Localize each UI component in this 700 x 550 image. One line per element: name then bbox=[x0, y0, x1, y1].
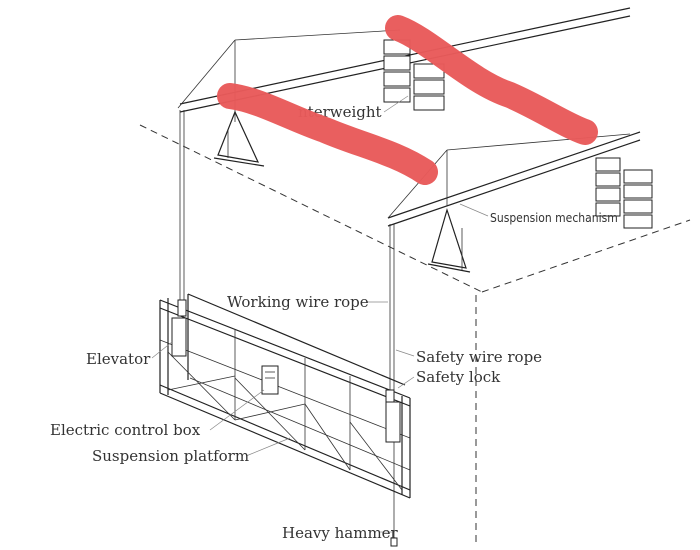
weight-block bbox=[383, 71, 411, 87]
rear-base bbox=[213, 157, 265, 167]
left-safety-lock bbox=[177, 299, 187, 317]
label-suspension-mechanism: Suspension mechanism bbox=[490, 211, 618, 225]
front-beam-bottom bbox=[387, 139, 641, 227]
weight-block bbox=[413, 95, 445, 111]
suspension-platform bbox=[159, 293, 411, 499]
rear-a-frame bbox=[217, 110, 260, 163]
leader-suspension-platform bbox=[245, 437, 291, 457]
roof-right-edge bbox=[481, 219, 691, 293]
platform-mid-rail bbox=[159, 339, 411, 439]
roof-front-edge bbox=[139, 124, 483, 293]
front-counterweight bbox=[595, 157, 653, 229]
front-base bbox=[427, 263, 471, 273]
label-suspension-platform: Suspension platform bbox=[92, 447, 249, 465]
rear-tie-right bbox=[234, 29, 401, 41]
label-elevator: Elevator bbox=[86, 350, 151, 368]
leader-lines bbox=[151, 95, 489, 533]
weight-block bbox=[595, 202, 621, 217]
labels: nterweight Suspension mechanism Working … bbox=[50, 103, 618, 542]
platform-front-rail-top-inner bbox=[159, 307, 411, 407]
front-suspension-mechanism bbox=[387, 131, 641, 273]
redaction-stroke-lower bbox=[217, 83, 438, 185]
right-hoist-elevator bbox=[385, 401, 401, 443]
leader-safety-wire-rope bbox=[395, 349, 415, 357]
redaction-marks bbox=[217, 15, 598, 185]
left-hoist-elevator bbox=[171, 317, 187, 357]
leader-elevator bbox=[151, 341, 173, 359]
weight-block bbox=[383, 87, 411, 103]
label-electric-control-box: Electric control box bbox=[50, 421, 201, 439]
platform-floor-back bbox=[189, 377, 411, 471]
label-working-wire-rope: Working wire rope bbox=[227, 293, 369, 311]
label-safety-lock: Safety lock bbox=[416, 368, 501, 386]
platform-back-rail-top bbox=[187, 293, 406, 386]
wire-ropes bbox=[179, 110, 398, 547]
front-tie-right bbox=[446, 133, 631, 151]
electric-control-box bbox=[261, 365, 279, 395]
platform-brace bbox=[167, 351, 236, 421]
rear-tie-left bbox=[177, 39, 236, 109]
platform-brace bbox=[167, 375, 236, 391]
weight-block bbox=[623, 169, 653, 184]
leader-safety-lock bbox=[397, 376, 415, 389]
leader-electric-control-box bbox=[209, 389, 265, 431]
weight-block bbox=[623, 199, 653, 214]
platform-floor-front-inner bbox=[159, 392, 411, 499]
right-safety-lock bbox=[385, 389, 395, 403]
platform-front-rail-top bbox=[159, 299, 411, 399]
weight-block bbox=[595, 172, 621, 187]
platform-brace bbox=[234, 403, 306, 421]
weight-block bbox=[413, 79, 445, 95]
heavy-hammer-weight bbox=[390, 537, 398, 547]
weight-block bbox=[623, 214, 653, 229]
weight-block bbox=[595, 157, 621, 172]
front-tie-left bbox=[387, 149, 448, 219]
label-heavy-hammer: Heavy hammer bbox=[282, 524, 399, 542]
weight-block bbox=[595, 187, 621, 202]
platform-brace bbox=[349, 421, 403, 491]
platform-brace bbox=[234, 377, 306, 451]
platform-floor-front bbox=[159, 384, 411, 491]
redaction-stroke-upper bbox=[385, 15, 598, 145]
weight-block bbox=[623, 184, 653, 199]
building-outline bbox=[139, 124, 691, 545]
front-beam-top bbox=[387, 131, 641, 219]
platform-brace bbox=[304, 403, 351, 471]
label-safety-wire-rope: Safety wire rope bbox=[416, 348, 542, 366]
leader-suspension-mechanism bbox=[459, 203, 489, 217]
leader-counterweight bbox=[383, 95, 409, 113]
rear-counterweight bbox=[383, 39, 445, 111]
weight-block bbox=[383, 55, 411, 71]
front-a-frame bbox=[431, 207, 467, 269]
